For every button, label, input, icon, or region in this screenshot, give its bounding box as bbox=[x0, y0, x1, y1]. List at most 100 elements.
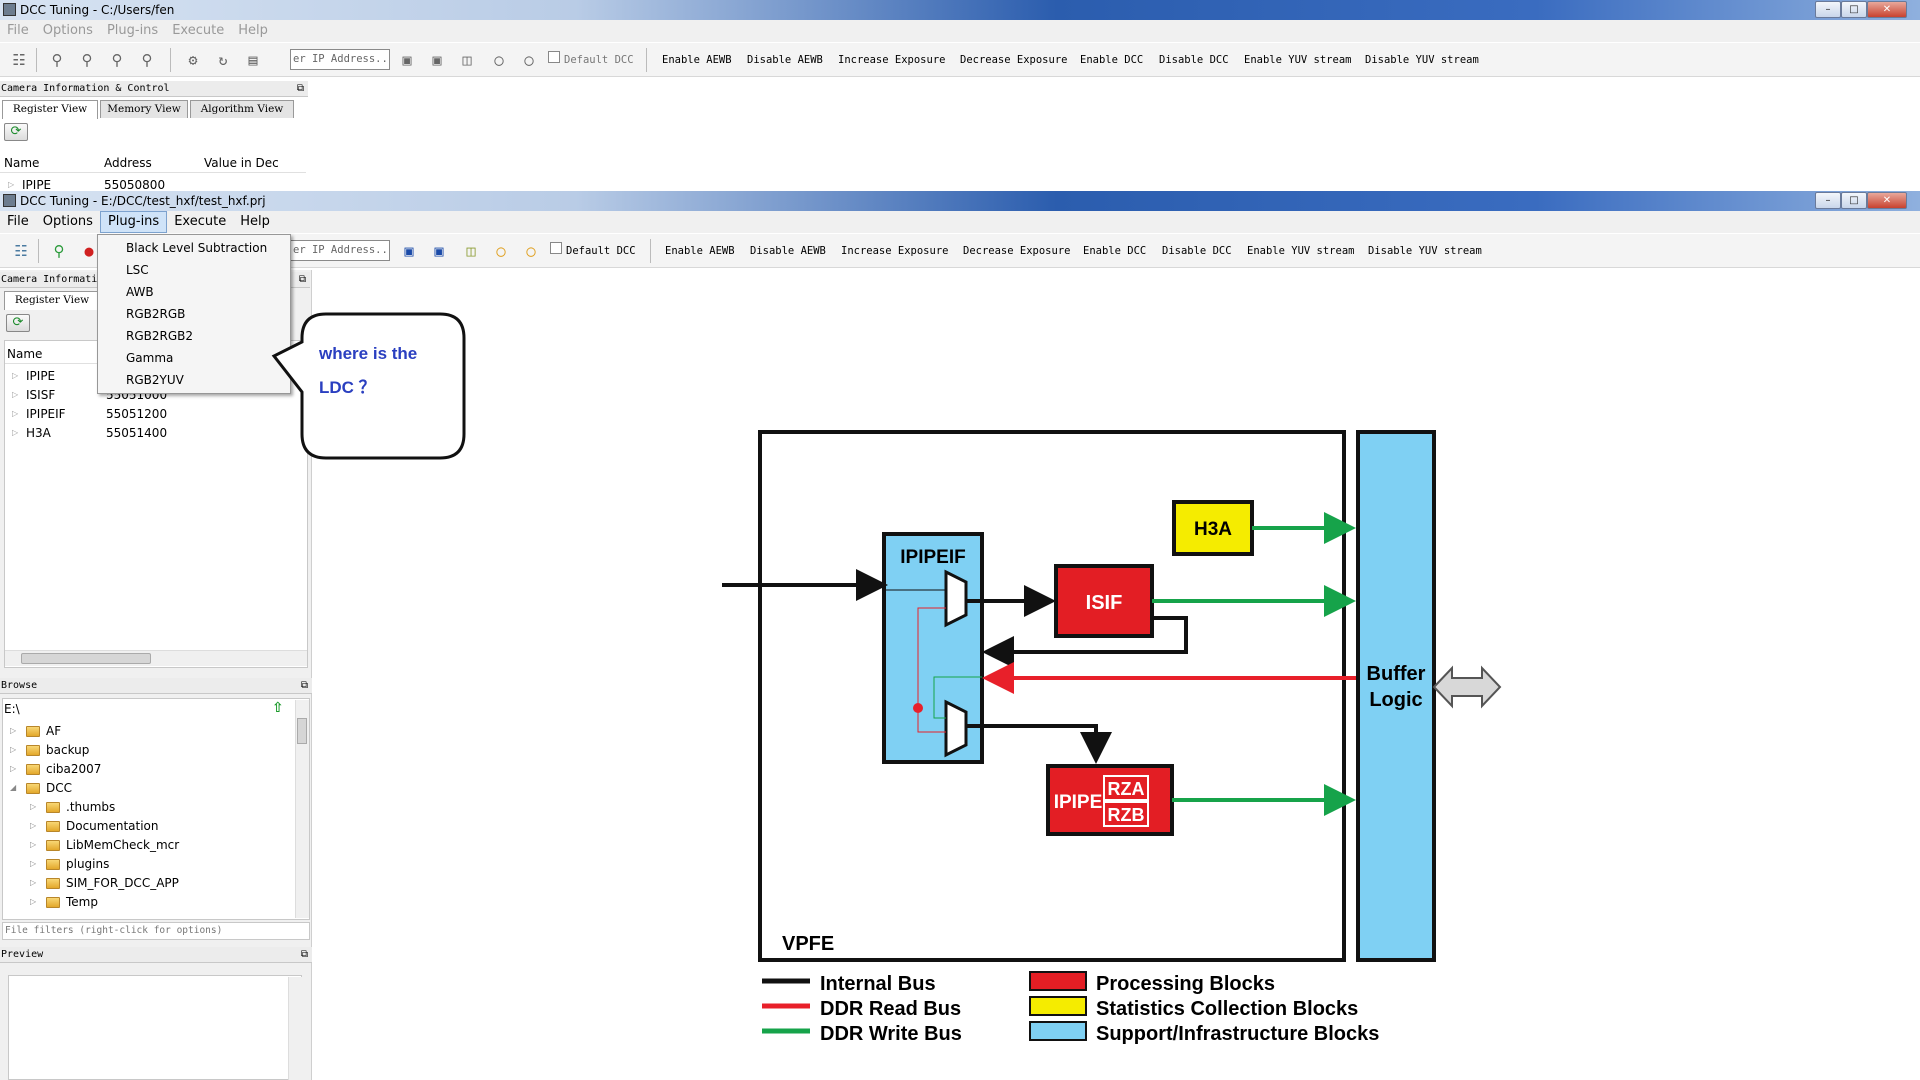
back-window-titlebar[interactable]: DCC Tuning - C:/Users/fen – □ ✕ bbox=[0, 0, 1920, 20]
increase-exposure-button[interactable]: Increase Exposure bbox=[838, 54, 946, 66]
tab-register-view[interactable]: Register View bbox=[4, 291, 100, 310]
tab-algorithm-view[interactable]: Algorithm View bbox=[190, 100, 294, 118]
col-name[interactable]: Name bbox=[7, 347, 43, 361]
menu-file[interactable]: File bbox=[7, 214, 29, 229]
enable-yuv-button[interactable]: Enable YUV stream bbox=[1244, 54, 1352, 66]
default-dcc-checkbox[interactable] bbox=[548, 51, 560, 63]
save-icon[interactable]: ▣ bbox=[404, 242, 414, 260]
menu-item-rgb2yuv[interactable]: RGB2YUV bbox=[126, 373, 184, 387]
expand-arrow-icon[interactable]: ▷ bbox=[12, 409, 19, 418]
ip-address-input[interactable]: er IP Address... bbox=[290, 49, 390, 70]
minimize-icon[interactable]: – bbox=[1815, 192, 1841, 209]
decrease-exposure-button[interactable]: Decrease Exposure bbox=[960, 54, 1068, 66]
capture-icon[interactable]: ◯ bbox=[496, 242, 506, 260]
dock-icon[interactable]: ⧉ bbox=[298, 274, 306, 285]
capture2-icon[interactable]: ◯ bbox=[526, 242, 536, 260]
reload-icon[interactable]: ↻ bbox=[218, 51, 228, 69]
yuv-icon[interactable]: ▣ bbox=[434, 242, 444, 260]
disable-dcc-button[interactable]: Disable DCC bbox=[1159, 54, 1229, 66]
copy-icon[interactable]: ◫ bbox=[466, 242, 476, 260]
decrease-exposure-button[interactable]: Decrease Exposure bbox=[963, 245, 1071, 257]
enable-dcc-button[interactable]: Enable DCC bbox=[1080, 54, 1144, 66]
connect-icon[interactable]: ☷ bbox=[14, 242, 28, 260]
copy-icon[interactable]: ◫ bbox=[462, 51, 472, 69]
expand-arrow-icon[interactable]: ▷ bbox=[12, 371, 19, 380]
expand-arrow-icon[interactable]: ▷ bbox=[10, 745, 17, 754]
increase-exposure-button[interactable]: Increase Exposure bbox=[841, 245, 949, 257]
table-row[interactable]: ▷ IPIPEIF 55051200 bbox=[12, 407, 168, 421]
close-icon[interactable]: ✕ bbox=[1867, 1, 1907, 18]
refresh-icon[interactable]: ⟳ bbox=[4, 123, 28, 141]
minimize-icon[interactable]: – bbox=[1815, 1, 1841, 18]
dock-icon[interactable]: ⧉ bbox=[296, 83, 304, 94]
disable-aewb-button[interactable]: Disable AEWB bbox=[747, 54, 823, 66]
menu-plugins[interactable]: Plug-ins bbox=[99, 211, 168, 233]
menu-item-black-level-subtraction[interactable]: Black Level Subtraction bbox=[126, 241, 268, 255]
zoom-out-icon[interactable]: ⚲ bbox=[81, 51, 93, 69]
disable-dcc-button[interactable]: Disable DCC bbox=[1162, 245, 1232, 257]
disable-yuv-button[interactable]: Disable YUV stream bbox=[1368, 245, 1482, 257]
expand-arrow-icon[interactable]: ▷ bbox=[12, 390, 19, 399]
save-icon[interactable]: ▣ bbox=[402, 51, 412, 69]
maximize-icon[interactable]: □ bbox=[1841, 1, 1867, 18]
front-window-titlebar[interactable]: DCC Tuning - E:/DCC/test_hxf/test_hxf.pr… bbox=[0, 191, 1920, 211]
menu-execute[interactable]: Execute bbox=[174, 214, 227, 229]
dock-icon[interactable]: ⧉ bbox=[300, 680, 308, 691]
vertical-scrollbar[interactable] bbox=[295, 700, 309, 918]
dock-icon[interactable]: ⧉ bbox=[300, 949, 308, 960]
menu-options[interactable]: Options bbox=[42, 23, 93, 38]
table-row[interactable]: ▷ H3A 55051400 bbox=[12, 426, 168, 440]
menu-item-rgb2rgb[interactable]: RGB2RGB bbox=[126, 307, 186, 321]
settings-icon[interactable]: ⚙ bbox=[188, 51, 198, 69]
menu-item-rgb2rgb2[interactable]: RGB2RGB2 bbox=[126, 329, 194, 343]
collapse-arrow-icon[interactable]: ◢ bbox=[10, 783, 17, 792]
menu-help[interactable]: Help bbox=[240, 214, 270, 229]
menu-help[interactable]: Help bbox=[238, 23, 268, 38]
zoom-fit-icon[interactable]: ⚲ bbox=[141, 51, 153, 69]
disable-yuv-button[interactable]: Disable YUV stream bbox=[1365, 54, 1479, 66]
expand-arrow-icon[interactable]: ▷ bbox=[30, 821, 37, 830]
expand-arrow-icon[interactable]: ▷ bbox=[10, 764, 17, 773]
enable-aewb-button[interactable]: Enable AEWB bbox=[665, 245, 735, 257]
export-icon[interactable]: ▤ bbox=[248, 51, 258, 69]
table-row[interactable]: ▷ IPIPE bbox=[12, 369, 56, 383]
expand-arrow-icon[interactable]: ▷ bbox=[10, 726, 17, 735]
connect-icon[interactable]: ☷ bbox=[12, 51, 26, 69]
menu-execute[interactable]: Execute bbox=[172, 23, 225, 38]
table-row[interactable]: ▷ IPIPE 55050800 bbox=[8, 178, 166, 192]
close-icon[interactable]: ✕ bbox=[1867, 192, 1907, 209]
enable-aewb-button[interactable]: Enable AEWB bbox=[662, 54, 732, 66]
yuv-icon[interactable]: ▣ bbox=[432, 51, 442, 69]
preview-scrollbar[interactable] bbox=[288, 977, 302, 1080]
expand-arrow-icon[interactable]: ▷ bbox=[30, 859, 37, 868]
tab-register-view[interactable]: Register View bbox=[2, 100, 98, 119]
scrollbar-thumb[interactable] bbox=[297, 718, 307, 744]
zoom-in-icon[interactable]: ⚲ bbox=[111, 51, 123, 69]
col-name[interactable]: Name bbox=[4, 156, 40, 170]
zoom-icon[interactable]: ⚲ bbox=[51, 51, 63, 69]
menu-item-awb[interactable]: AWB bbox=[126, 285, 154, 299]
capture2-icon[interactable]: ◯ bbox=[524, 51, 534, 69]
expand-arrow-icon[interactable]: ▷ bbox=[12, 428, 19, 437]
maximize-icon[interactable]: □ bbox=[1841, 192, 1867, 209]
expand-arrow-icon[interactable]: ▷ bbox=[8, 180, 15, 189]
zoom-icon[interactable]: ⚲ bbox=[53, 242, 65, 260]
scrollbar-thumb[interactable] bbox=[21, 653, 151, 664]
refresh-icon[interactable]: ⟳ bbox=[6, 314, 30, 332]
expand-arrow-icon[interactable]: ▷ bbox=[30, 802, 37, 811]
capture-icon[interactable]: ◯ bbox=[494, 51, 504, 69]
col-value-dec[interactable]: Value in Dec bbox=[204, 156, 279, 170]
register-tree[interactable] bbox=[4, 340, 308, 668]
up-arrow-icon[interactable]: ⇧ bbox=[272, 700, 284, 716]
ip-address-input[interactable]: er IP Address... bbox=[290, 240, 390, 261]
stop-icon[interactable]: ● bbox=[84, 242, 94, 260]
col-address[interactable]: Address bbox=[104, 156, 152, 170]
menu-file[interactable]: File bbox=[7, 23, 29, 38]
menu-item-lsc[interactable]: LSC bbox=[126, 263, 149, 277]
enable-dcc-button[interactable]: Enable DCC bbox=[1083, 245, 1147, 257]
horizontal-scrollbar[interactable] bbox=[5, 650, 307, 666]
disable-aewb-button[interactable]: Disable AEWB bbox=[750, 245, 826, 257]
enable-yuv-button[interactable]: Enable YUV stream bbox=[1247, 245, 1355, 257]
file-filter-input[interactable]: File filters (right-click for options) bbox=[2, 922, 310, 940]
default-dcc-checkbox[interactable] bbox=[550, 242, 562, 254]
